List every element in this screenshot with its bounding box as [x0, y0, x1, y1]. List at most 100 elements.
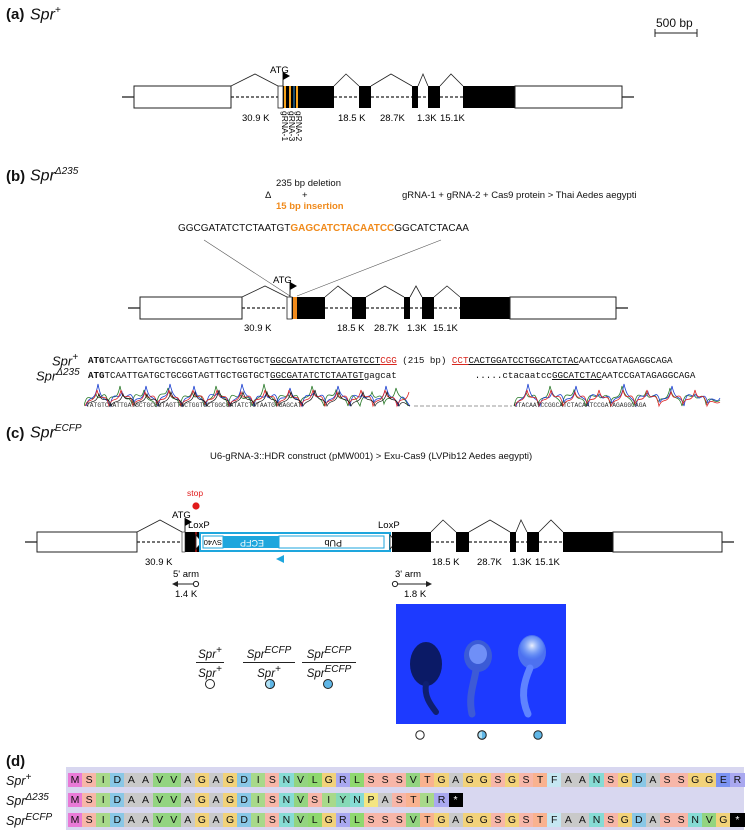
intron-size-1: 30.9 K — [242, 113, 270, 124]
aa-residue: N — [349, 793, 364, 807]
aa-residue: D — [237, 813, 252, 827]
aa-residue: G — [462, 773, 477, 787]
aa-residue: G — [194, 773, 209, 787]
aa-residue: A — [448, 773, 463, 787]
aa-residue: M — [68, 813, 83, 827]
deletion-label: 235 bp deletion — [276, 178, 341, 189]
aa-residue: V — [152, 793, 167, 807]
construct-label: U6-gRNA-3::HDR construct (pMW001) > Exu-… — [210, 451, 533, 462]
wt-sequence: ATGTCAATTGATGCTGCGGTAGTTGCTGGTGCTGGCGATA… — [88, 355, 673, 366]
aa-residue: A — [180, 793, 195, 807]
aa-residue: S — [307, 793, 322, 807]
aa-residue: F — [547, 813, 562, 827]
aa-residue: S — [392, 773, 407, 787]
aa-residue: G — [504, 773, 519, 787]
atg-label: ATG — [270, 65, 289, 76]
aa-residue: G — [223, 773, 238, 787]
aa-residue: L — [349, 773, 364, 787]
aa-residue: A — [645, 813, 660, 827]
aa-residue: D — [631, 773, 646, 787]
aa-residue: G — [504, 813, 519, 827]
svg-text:15.1K: 15.1K — [535, 557, 560, 568]
aa-residue: S — [674, 813, 689, 827]
mut-sequence: ATGTCAATTGATGCTGCGGTAGTTGCTGGTGCTGGCGATA… — [88, 370, 696, 381]
pub-label: PUb — [324, 538, 342, 548]
aa-residue: T — [420, 773, 435, 787]
aa-residue: V — [702, 813, 717, 827]
aa-residue: A — [208, 773, 224, 787]
arm5-size: 1.4 K — [175, 589, 198, 600]
chromatogram-basecalls-right: CTACAATCCGGCATCTACAATCCGATAGAGGCAGA — [514, 402, 647, 409]
aa-residue: E — [716, 773, 731, 787]
svg-text:1.3K: 1.3K — [407, 323, 427, 334]
ecfp-block — [223, 536, 279, 548]
panel-c-title: SprECFP — [30, 423, 82, 442]
aa-residue: S — [659, 813, 675, 827]
exon-4 — [412, 86, 418, 108]
aa-residue: S — [490, 813, 505, 827]
aa-residue: S — [363, 813, 379, 827]
pub-block — [278, 535, 385, 549]
aa-row-label-ecfp: SprECFP — [6, 812, 53, 829]
svg-text:30.9 K: 30.9 K — [244, 323, 272, 334]
panel-b-title: SprΔ235 — [30, 166, 79, 185]
aa-residue: V — [293, 793, 308, 807]
aa-residue: S — [378, 773, 393, 787]
aa-residue: Y — [335, 793, 350, 807]
aa-residue: S — [265, 773, 280, 787]
aa-residue: T — [533, 813, 548, 827]
aa-residue: I — [96, 813, 111, 827]
aa-residue: G — [476, 813, 491, 827]
aa-residue: N — [279, 793, 294, 807]
aa-residue: A — [138, 813, 153, 827]
aa-residue: T — [406, 793, 421, 807]
plus-label: + — [302, 190, 308, 201]
aa-residue: R — [730, 773, 745, 787]
aa-residue: A — [575, 813, 590, 827]
aa-residue: V — [166, 813, 181, 827]
marker-wt — [205, 679, 215, 689]
aa-residue: G — [462, 813, 477, 827]
aa-residue: S — [82, 813, 97, 827]
aa-residue: N — [589, 773, 604, 787]
aa-residue: G — [194, 813, 209, 827]
genotype-het: SprECFP Spr+ — [243, 644, 295, 681]
loxp-1-label: LoxP — [188, 520, 210, 531]
gene-structure-ecfp: SV40 ECFP PUb ATG LoxP LoxP 30.9 K 18.5 … — [25, 502, 734, 600]
svg-text:15.1K: 15.1K — [433, 323, 458, 334]
aa-residue: I — [251, 793, 266, 807]
aa-residue: L — [349, 813, 364, 827]
grna-2-label: gRNA-2 — [294, 111, 304, 142]
svg-text:28.7K: 28.7K — [477, 557, 502, 568]
grna-1-label: gRNA-1 — [280, 111, 290, 142]
aa-residue: T — [420, 813, 435, 827]
aa-residue: S — [265, 813, 280, 827]
insertion-label: 15 bp insertion — [276, 201, 344, 212]
aa-residue: * — [448, 793, 463, 807]
chromatogram — [84, 383, 721, 408]
panel-c-label: (c) — [6, 425, 25, 442]
aa-residue: A — [124, 773, 139, 787]
panel-d-label: (d) — [6, 753, 26, 770]
aa-residue: * — [730, 813, 745, 827]
aa-residue: A — [448, 813, 463, 827]
aa-residue: I — [251, 773, 266, 787]
intron-size-2: 18.5 K — [338, 113, 366, 124]
method-label: gRNA-1 + gRNA-2 + Cas9 protein > Thai Ae… — [402, 190, 637, 201]
aa-residue: S — [490, 773, 505, 787]
aa-residue: A — [208, 793, 224, 807]
stop-label: stop — [187, 488, 204, 498]
aa-residue: S — [519, 773, 534, 787]
panel-a-label: (a) — [6, 6, 25, 23]
aa-residue: S — [603, 813, 618, 827]
aa-residue: V — [152, 813, 167, 827]
aa-residue: R — [434, 793, 449, 807]
aa-row-label-delta: SprΔ235 — [6, 792, 49, 809]
aa-residue: G — [617, 773, 632, 787]
aa-residue: M — [68, 793, 83, 807]
aa-residue: A — [561, 813, 576, 827]
loxp-2-label: LoxP — [378, 520, 400, 531]
aa-residue: G — [716, 813, 731, 827]
